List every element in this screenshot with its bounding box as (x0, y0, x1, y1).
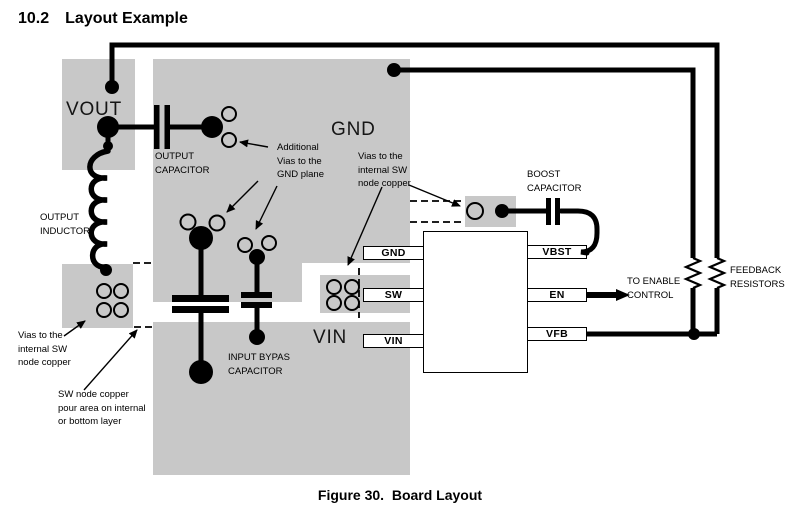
capacitor-plates (154, 105, 560, 313)
pin-vin-label: VIN (384, 335, 403, 347)
via-gnd (208, 214, 226, 232)
via-boost (466, 202, 484, 220)
section-title: Layout Example (65, 10, 188, 27)
feedback-resistors-label: FEEDBACK RESISTORS (730, 265, 785, 290)
via-gnd-feedback (387, 63, 401, 77)
dot-inductor-bottom (100, 264, 112, 276)
pad-input-cap1-top (189, 226, 213, 250)
output-inductor-coil (87, 148, 111, 270)
output-capacitor-label: OUTPUT CAPACITOR (155, 151, 210, 176)
en-wire-arrow-tip (616, 289, 630, 301)
annotation-arrows (63, 139, 461, 391)
output-cap-plate (154, 105, 160, 149)
arrow-to-sw-island-vias (347, 186, 383, 266)
input-cap1-plate (172, 295, 229, 302)
to-enable-control-label: TO ENABLE CONTROL (627, 276, 681, 301)
via-sw-left (96, 283, 112, 299)
figure-caption: Figure 30. Board Layout (317, 487, 483, 503)
junction-vfb (688, 328, 700, 340)
pin-vfb: VFB (527, 327, 587, 341)
via-sw-left (96, 302, 112, 318)
arrow-to-cap2-vias (255, 185, 278, 230)
pin-sw: SW (363, 288, 424, 302)
pin-en: EN (527, 288, 587, 302)
trace-gnd-feedback (394, 67, 696, 258)
pin-gnd-label: GND (381, 247, 406, 259)
via-gnd (221, 132, 237, 148)
via-gnd (237, 237, 253, 253)
vias-sw-left-annotation: Vias to the internal SW node copper (18, 330, 71, 368)
vout-label: VOUT (66, 99, 122, 120)
boost-cap-plate (555, 198, 560, 225)
resistor-right (707, 256, 727, 290)
feedback-resistor-symbols (683, 256, 727, 290)
via-gnd (179, 213, 197, 231)
thick-traces (105, 42, 720, 363)
via-sw-right (326, 279, 342, 295)
trace-resistor-bottoms (690, 288, 720, 334)
via-sw-right (326, 295, 342, 311)
output-inductor-label: OUTPUT INDUCTOR (40, 212, 90, 237)
sw-pour-annotation: SW node copper pour area on internal or … (58, 389, 146, 427)
resistor-left (683, 256, 703, 290)
arrow-to-left-sw-vias (63, 320, 86, 337)
pad-boost (495, 204, 509, 218)
output-cap-plate (164, 105, 170, 149)
arrow-to-cap1-vias (226, 180, 259, 213)
pad-output-cap (201, 116, 223, 138)
input-cap2-plate (241, 302, 272, 308)
via-sw-right (344, 295, 360, 311)
pin-vfb-label: VFB (546, 328, 568, 340)
pin-vin: VIN (363, 334, 424, 348)
pad-input-cap1-bottom (189, 360, 213, 384)
dot-inductor-top (103, 141, 113, 151)
via-gnd (221, 106, 237, 122)
trace-vout-feedback (109, 42, 720, 258)
vias-sw-right-annotation: Vias to the internal SW node copper (358, 151, 411, 189)
pin-gnd: GND (363, 246, 424, 260)
additional-vias-annotation: Additional Vias to the GND plane (277, 142, 324, 180)
arrow-to-output-cap-via (239, 139, 269, 148)
via-sw-right (344, 279, 360, 295)
section-number: 10.2 (18, 10, 50, 27)
trace-boost-hook (558, 208, 600, 256)
pad-input-cap2-top (249, 249, 265, 265)
arrow-to-sw-pour-outline (83, 329, 138, 391)
section-heading: 10.2 Layout Example (18, 10, 188, 28)
gnd-label: GND (331, 119, 376, 140)
pin-vbst: VBST (527, 245, 587, 259)
ic-body (423, 231, 528, 373)
vin-label: VIN (313, 327, 348, 348)
via-vout-top (105, 80, 119, 94)
boost-capacitor-label: BOOST CAPACITOR (527, 169, 582, 194)
pin-vbst-label: VBST (542, 246, 572, 258)
pin-en-label: EN (549, 289, 565, 301)
input-bypass-capacitor-label: INPUT BYPAS CAPACITOR (228, 352, 290, 377)
input-cap1-plate (172, 306, 229, 313)
pad-vout (97, 116, 119, 138)
via-sw-left (113, 283, 129, 299)
pin-sw-label: SW (384, 289, 403, 301)
filled-vias (97, 63, 700, 384)
arrow-to-boost-via (408, 184, 461, 207)
via-sw-left (113, 302, 129, 318)
pad-input-cap2-bottom (249, 329, 265, 345)
via-gnd (261, 235, 277, 251)
boost-cap-plate (546, 198, 551, 225)
open-vias (96, 106, 484, 318)
input-cap2-plate (241, 292, 272, 298)
